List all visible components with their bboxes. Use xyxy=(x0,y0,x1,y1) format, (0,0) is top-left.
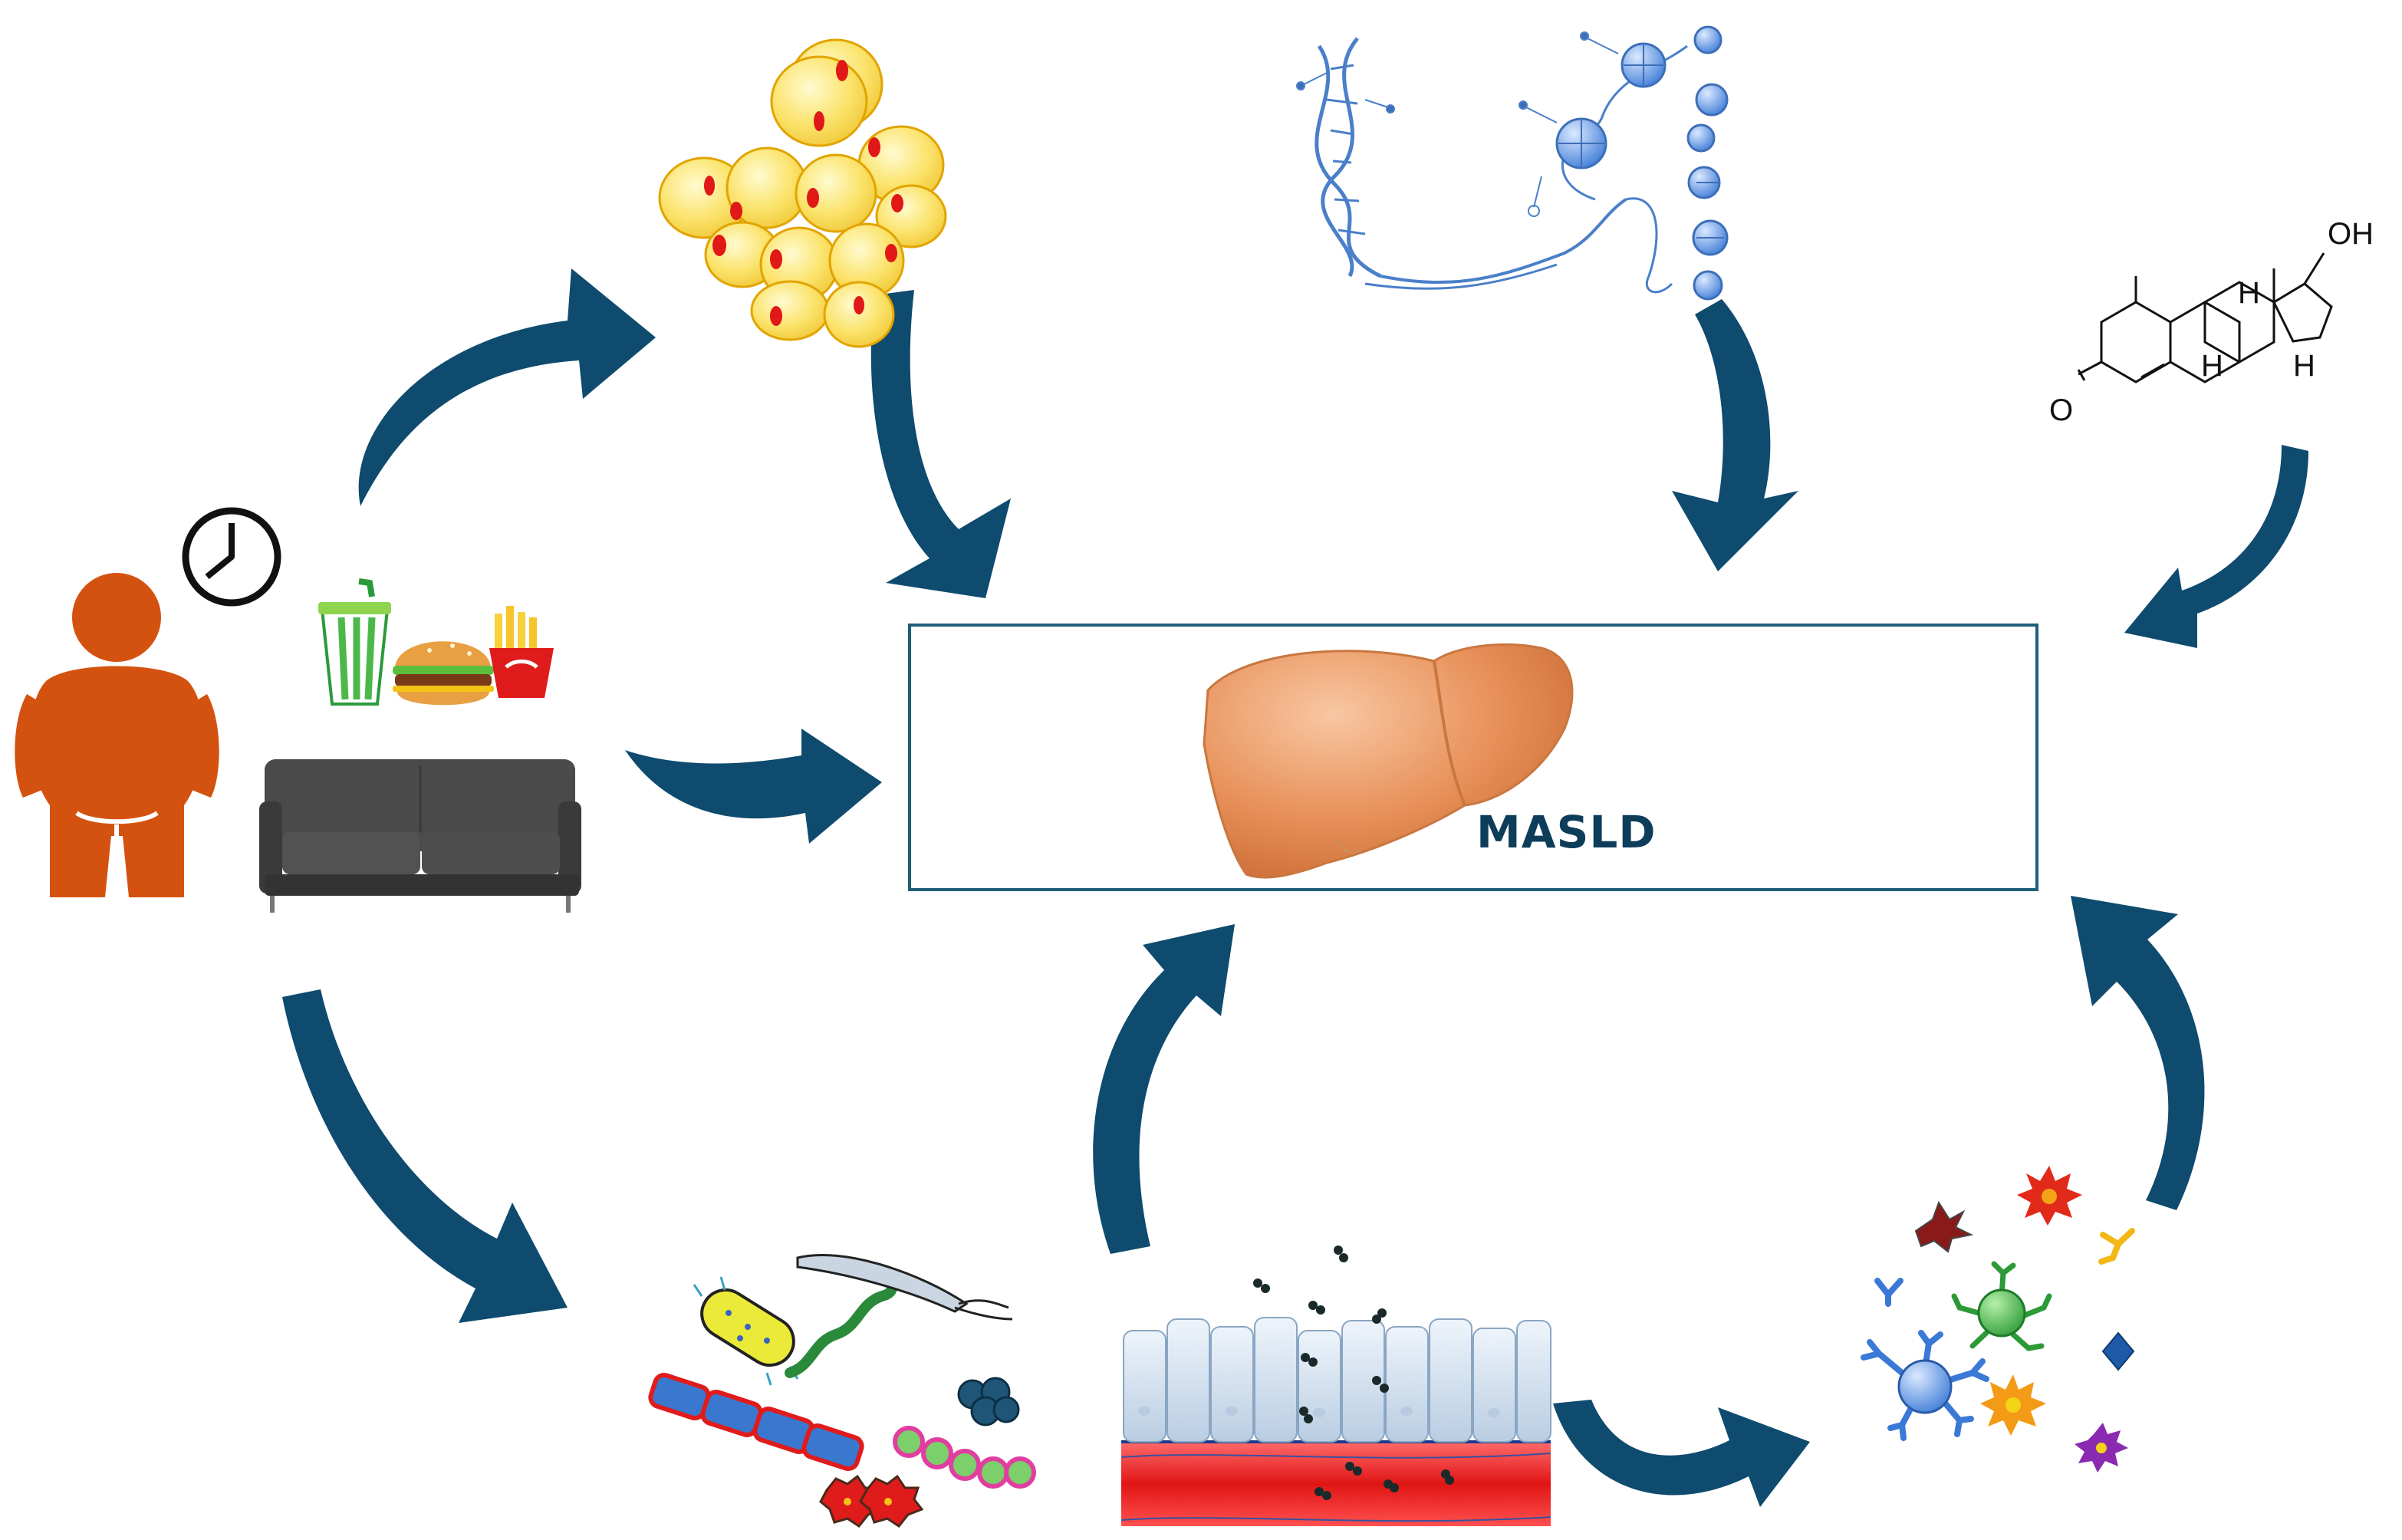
strepto-chain-icon xyxy=(893,1426,1036,1489)
masld-box: MASLD xyxy=(908,624,2038,891)
arrow-adipose-to-liver xyxy=(870,290,1011,598)
spiky-bacteria-icon xyxy=(819,1474,924,1528)
arrow-immune-to-liver xyxy=(2071,896,2205,1210)
arrow-lifestyle-to-adipose xyxy=(358,268,656,506)
masld-label: MASLD xyxy=(1476,806,1656,858)
hydrogen-label-3: H xyxy=(2293,349,2315,383)
arrow-barrier-to-immune xyxy=(1553,1400,1810,1507)
steroid-labels: OH O H H H xyxy=(2049,217,2374,427)
hydrogen-label-2: H xyxy=(2201,349,2223,383)
arrow-epigenetics-to-liver xyxy=(1672,299,1798,571)
clock-icon xyxy=(182,507,281,607)
blue-immune-cell-icon xyxy=(1861,1330,1989,1441)
hydrogen-label-1: H xyxy=(2238,276,2260,310)
arrow-lifestyle-to-microbiota xyxy=(282,989,568,1323)
ketone-label: O xyxy=(2049,393,2073,427)
flagellate-icon xyxy=(796,1254,1013,1321)
coccus-cluster-icon xyxy=(957,1377,1020,1426)
arrow-hormones-to-liver xyxy=(2124,445,2308,648)
immune-cells-icon xyxy=(1861,1166,2135,1473)
hydroxyl-label: OH xyxy=(2328,217,2374,251)
sofa-icon xyxy=(259,759,581,913)
arrow-barrier-to-liver xyxy=(1093,924,1235,1254)
intestinal-barrier-icon xyxy=(1120,1245,1551,1526)
burger-icon xyxy=(393,641,494,706)
adipocytes-icon xyxy=(658,38,947,348)
arrow-lifestyle-to-liver xyxy=(625,729,882,844)
green-immune-cell-icon xyxy=(1951,1261,2052,1351)
cytokine-stars-icon xyxy=(1914,1166,2135,1473)
obese-person-icon xyxy=(15,573,219,897)
dna-histone-icon xyxy=(1296,25,1729,301)
fries-icon xyxy=(489,606,554,698)
liver-icon xyxy=(1203,643,1574,879)
chain-bacteria-icon xyxy=(648,1373,864,1471)
y-antibody-yellow-icon xyxy=(2098,1228,2135,1265)
y-antibody-blue-icon xyxy=(1874,1278,1904,1307)
spiral-bacterium-icon xyxy=(785,1268,898,1378)
soda-cup-icon xyxy=(318,578,391,706)
rod-bacterium-icon xyxy=(693,1276,799,1386)
testosterone-structure-icon xyxy=(2077,252,2333,383)
fast-food-icon xyxy=(318,578,554,706)
gut-microbiota-icon xyxy=(648,1254,1036,1528)
